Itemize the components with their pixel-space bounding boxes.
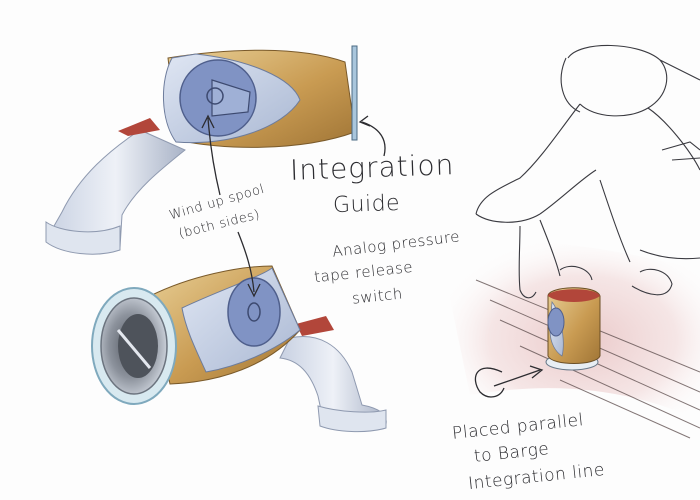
label-integration-guide-line2: Guide xyxy=(333,191,401,219)
integration-guide-plate xyxy=(352,46,357,140)
placement-scene xyxy=(440,45,700,438)
label-integration-guide: Integration xyxy=(289,149,454,187)
device-front-view xyxy=(92,232,386,432)
red-accent xyxy=(118,118,160,136)
